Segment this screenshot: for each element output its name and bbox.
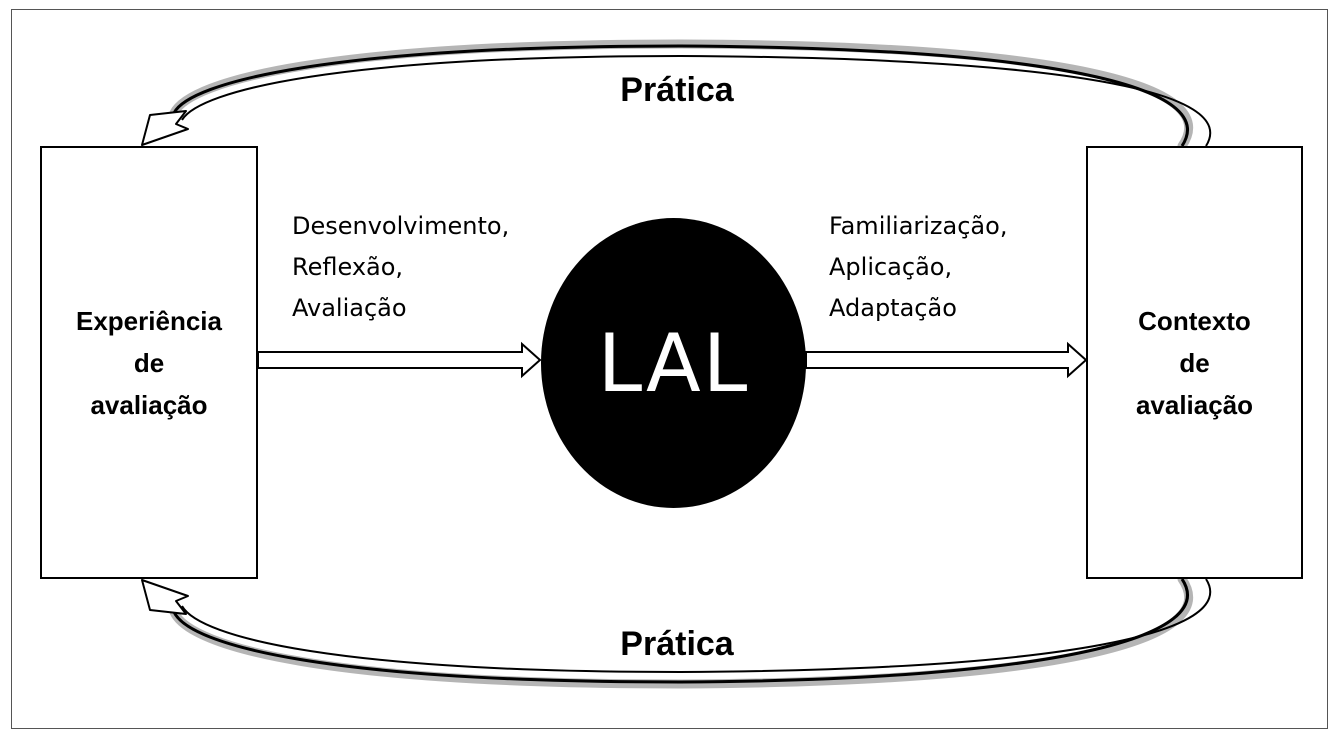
lal-label: LAL (597, 316, 750, 410)
left-arrow-shaft (257, 341, 542, 379)
bottom-loop-arrow (141, 574, 1212, 689)
assessment-context-label: Contexto de avaliação (1135, 305, 1254, 420)
top-loop-arrow (141, 39, 1212, 151)
assessment-context-box: Contexto de avaliação (1086, 146, 1303, 579)
right-arrow-shaft (805, 341, 1088, 379)
right-flow-text: Familiarização, Aplicação, Adaptação (829, 212, 1008, 322)
lal-circle: LAL (541, 218, 806, 508)
left-flow-text: Desenvolvimento, Reflexão, Avaliação (292, 212, 510, 322)
bottom-loop-curve-inner (181, 578, 1212, 674)
assessment-experience-label: Experiência de avaliação (76, 305, 222, 420)
top-loop-curve (172, 44, 1189, 147)
top-loop-arrowhead (141, 110, 189, 146)
center-to-right-arrow (805, 341, 1088, 379)
bottom-loop-curve (172, 578, 1189, 684)
top-loop-label: Prática (620, 71, 734, 109)
assessment-experience-box: Experiência de avaliação (40, 146, 258, 579)
bottom-loop-label: Prática (620, 625, 734, 663)
diagram-frame (11, 9, 1328, 729)
bottom-loop-arrowhead (141, 579, 189, 615)
top-loop-curve-inner (181, 54, 1212, 147)
left-to-center-arrow (257, 341, 542, 379)
